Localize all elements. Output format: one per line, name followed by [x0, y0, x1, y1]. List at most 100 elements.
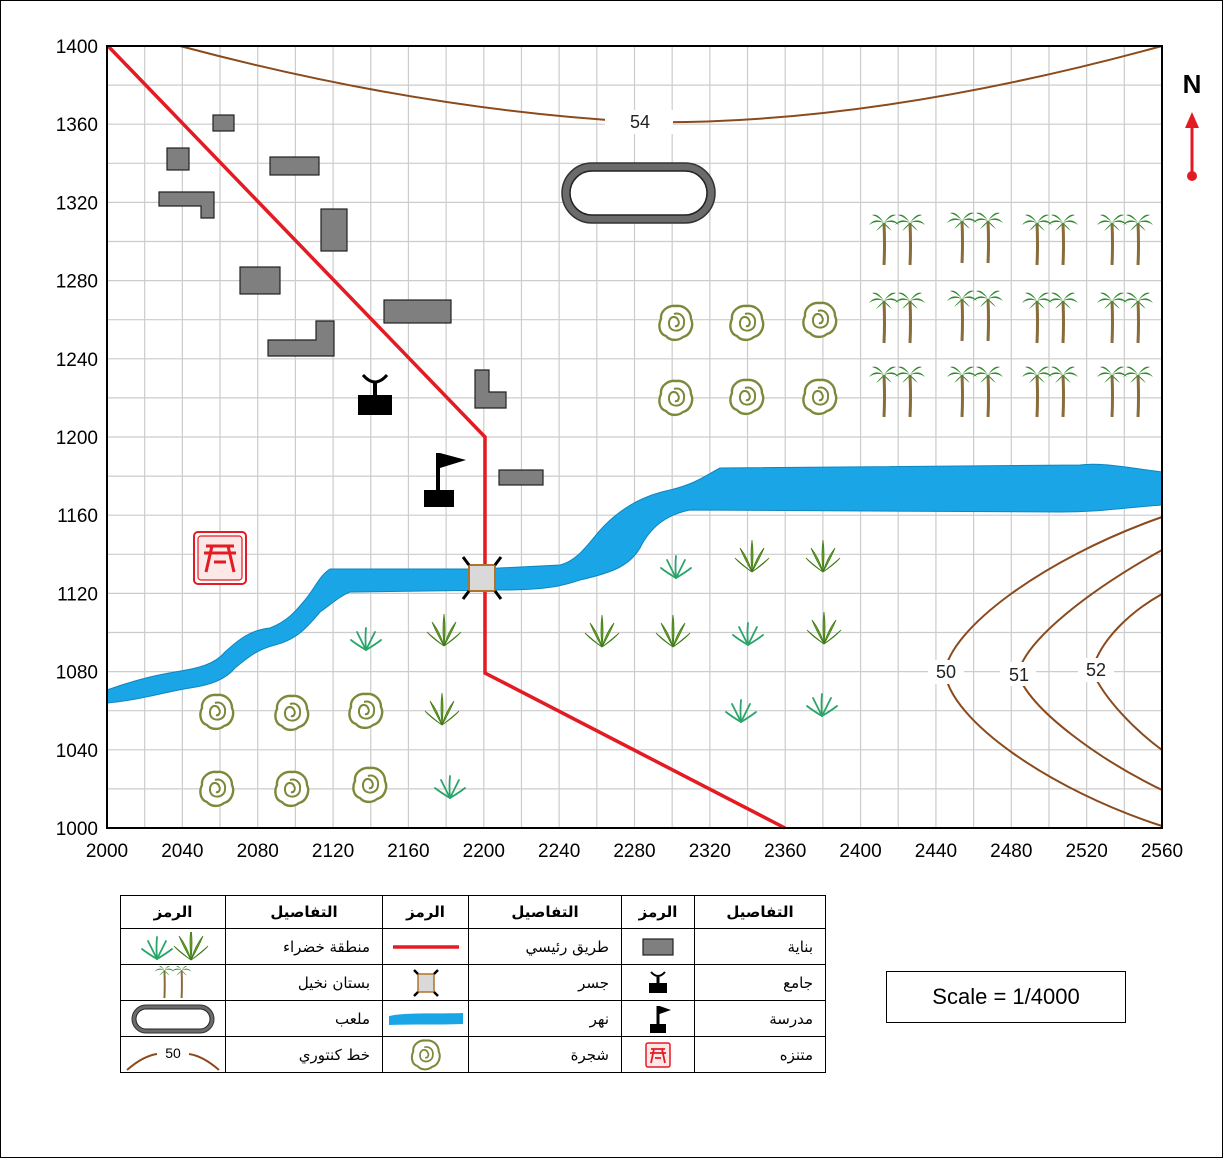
legend-table: الرمز التفاصيل الرمز التفاصيل الرمز التف… — [120, 895, 826, 1073]
y-tick-label: 1000 — [56, 819, 98, 840]
contour-label-51: 51 — [1009, 665, 1029, 685]
plant — [732, 622, 764, 646]
tree — [348, 692, 384, 730]
building — [269, 156, 320, 176]
tree — [729, 304, 765, 342]
palm-grove — [869, 293, 925, 343]
park-icon — [621, 1036, 695, 1073]
bridge-icon — [382, 964, 469, 1001]
legend-detail: متنزه — [694, 1036, 826, 1073]
x-tick-label: 2320 — [689, 841, 731, 862]
river-icon — [382, 1000, 469, 1037]
building — [166, 147, 190, 171]
contour-label-50: 50 — [936, 662, 956, 682]
green-area-icon — [120, 928, 226, 965]
y-tick-label: 1040 — [56, 741, 98, 762]
palm-grove — [1097, 215, 1153, 265]
legend-header: الرمز — [382, 895, 469, 929]
plant — [426, 613, 462, 647]
contour-51 — [1017, 549, 1163, 791]
y-tick-label: 1120 — [57, 584, 98, 605]
plant — [584, 614, 620, 648]
palm-grove — [1097, 367, 1153, 417]
building — [498, 469, 544, 486]
palm-grove — [947, 213, 1003, 263]
building — [474, 369, 507, 409]
palm-grove — [1022, 215, 1078, 265]
buildings — [158, 114, 544, 486]
x-tick-label: 2560 — [1141, 841, 1183, 862]
plant — [350, 627, 382, 651]
north-arrow: N — [1183, 69, 1202, 181]
y-axis-labels: 1400136013201280124012001160112010801040… — [56, 37, 98, 840]
y-tick-label: 1280 — [56, 272, 98, 293]
legend-row: 50 خط كنتوري شجرة متنزه — [120, 1036, 826, 1073]
building — [158, 191, 215, 219]
legend-detail: جامع — [694, 964, 826, 1001]
plant — [805, 539, 841, 573]
legend-detail: نهر — [468, 1000, 622, 1037]
legend-row: بستان نخيل جسر جامع — [120, 964, 826, 1001]
palm-grove — [869, 215, 925, 265]
plant — [734, 539, 770, 573]
plant — [660, 555, 692, 579]
road-icon — [382, 928, 469, 965]
building — [212, 114, 235, 132]
tree — [199, 693, 235, 731]
legend-detail: شجرة — [468, 1036, 622, 1073]
stadium — [561, 162, 716, 224]
main-road — [106, 44, 786, 830]
school-icon — [621, 1000, 695, 1037]
x-tick-label: 2000 — [86, 841, 128, 862]
x-tick-label: 2120 — [312, 841, 354, 862]
palm-grove — [1022, 293, 1078, 343]
tree — [802, 301, 838, 339]
plant — [424, 692, 460, 726]
building-icon — [621, 928, 695, 965]
x-tick-label: 2400 — [839, 841, 881, 862]
north-label: N — [1183, 69, 1202, 99]
legend-detail: مدرسة — [694, 1000, 826, 1037]
x-tick-label: 2240 — [538, 841, 580, 862]
x-tick-label: 2080 — [237, 841, 279, 862]
legend-header: الرمز — [120, 895, 226, 929]
y-tick-label: 1400 — [56, 37, 98, 58]
legend-header: التفاصيل — [225, 895, 383, 929]
tree — [658, 304, 694, 342]
plant — [806, 611, 842, 645]
mosque-icon — [621, 964, 695, 1001]
tree — [199, 770, 235, 808]
x-tick-label: 2480 — [990, 841, 1032, 862]
legend-header-row: الرمز التفاصيل الرمز التفاصيل الرمز التف… — [120, 895, 826, 929]
y-tick-label: 1360 — [56, 115, 98, 136]
palm-grove — [1097, 293, 1153, 343]
building — [239, 266, 281, 295]
mosque — [358, 373, 392, 415]
legend-detail: منطقة خضراء — [225, 928, 383, 965]
tree — [729, 378, 765, 416]
x-tick-label: 2200 — [463, 841, 505, 862]
x-tick-label: 2280 — [613, 841, 655, 862]
legend-detail: بستان نخيل — [225, 964, 383, 1001]
plant — [806, 693, 838, 717]
building — [320, 208, 348, 252]
plant — [655, 614, 691, 648]
y-tick-label: 1160 — [57, 506, 98, 527]
legend-header: التفاصيل — [468, 895, 622, 929]
y-tick-label: 1320 — [56, 193, 98, 214]
map-border — [106, 45, 1163, 829]
contour-label-52: 52 — [1086, 660, 1106, 680]
contour-line-icon: 50 — [120, 1036, 226, 1073]
y-tick-label: 1240 — [56, 350, 98, 371]
palm-grove — [1022, 367, 1078, 417]
palm-grove-icon — [120, 964, 226, 1001]
building — [267, 320, 335, 357]
plant — [434, 775, 466, 799]
x-tick-label: 2160 — [387, 841, 429, 862]
scale-text: Scale = 1/4000 — [932, 984, 1080, 1009]
y-tick-label: 1080 — [56, 663, 98, 684]
contour-labels: 54 50 51 52 — [605, 110, 1114, 686]
x-tick-label: 2520 — [1066, 841, 1108, 862]
palm-grove — [869, 367, 925, 417]
